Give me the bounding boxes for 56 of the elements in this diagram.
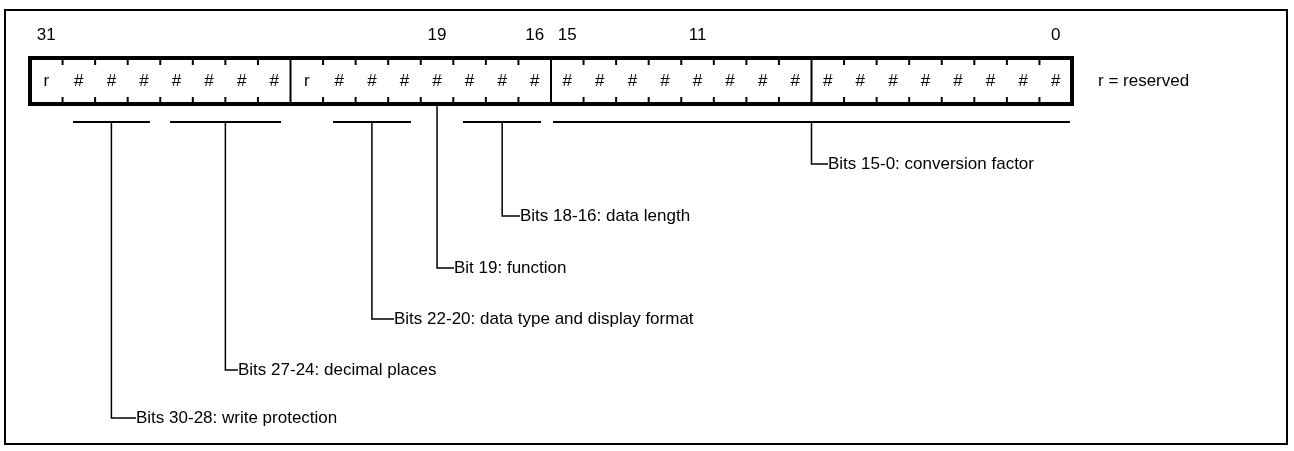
leader-line xyxy=(810,122,829,165)
bracket-line xyxy=(463,121,541,123)
bit-symbol: # xyxy=(790,71,800,91)
legend-note: r = reserved xyxy=(1098,71,1190,91)
bit-symbol: # xyxy=(334,71,345,91)
bit-symbol: # xyxy=(823,71,833,91)
bit-symbol: # xyxy=(627,71,638,91)
bit-symbol: # xyxy=(464,71,475,91)
leader-line xyxy=(224,122,239,371)
bit-symbol: # xyxy=(432,71,442,91)
bit-symbol: # xyxy=(269,71,279,91)
field-description: Bits 27-24: decimal places xyxy=(238,360,437,380)
bit-number: 19 xyxy=(427,25,447,45)
bit-number: 15 xyxy=(557,25,577,45)
bit-symbol: # xyxy=(139,71,149,91)
bit-symbol: # xyxy=(757,71,768,91)
bit-symbol: # xyxy=(692,71,703,91)
field-description: Bits 22-20: data type and display format xyxy=(394,309,694,329)
bit-symbol: # xyxy=(1051,71,1061,91)
bit-number: 0 xyxy=(1051,25,1061,45)
bit-symbol: # xyxy=(888,71,898,91)
bit-symbol: # xyxy=(725,71,735,91)
bit-symbol: # xyxy=(562,71,572,91)
bracket-line xyxy=(333,121,411,123)
bit-number: 11 xyxy=(688,25,707,45)
bracket-line xyxy=(72,121,151,123)
field-description: Bit 19: function xyxy=(454,258,567,278)
leader-line xyxy=(371,122,395,320)
bit-number: 16 xyxy=(525,25,545,45)
bit-symbol: # xyxy=(530,71,540,91)
field-description: Bits 15-0: conversion factor xyxy=(828,154,1034,174)
leader-line xyxy=(436,103,455,269)
bit-symbol: r xyxy=(43,71,50,91)
bit-symbol: # xyxy=(204,71,214,91)
bit-symbol: # xyxy=(106,71,117,91)
field-description: Bits 30-28: write protection xyxy=(136,408,338,428)
bit-symbol: # xyxy=(1018,71,1028,91)
bit-symbol: # xyxy=(497,71,507,91)
bit-symbol: # xyxy=(367,71,377,91)
bracket-line xyxy=(553,121,1070,123)
bit-symbol: # xyxy=(595,71,605,91)
bit-symbol: # xyxy=(236,71,247,91)
bit-symbol: # xyxy=(920,71,931,91)
bit-symbol: # xyxy=(660,71,670,91)
bit-symbol: r xyxy=(303,71,310,91)
bit-symbol: # xyxy=(399,71,410,91)
bit-symbol: # xyxy=(171,71,182,91)
leader-line xyxy=(501,122,521,217)
bit-symbol: # xyxy=(855,71,866,91)
bit-symbol: # xyxy=(74,71,84,91)
bit-number: 31 xyxy=(36,25,56,45)
bit-symbol: # xyxy=(985,71,996,91)
leader-line xyxy=(110,122,137,419)
bit-symbol: # xyxy=(953,71,963,91)
field-description: Bits 18-16: data length xyxy=(520,206,691,226)
bracket-line xyxy=(170,121,281,123)
